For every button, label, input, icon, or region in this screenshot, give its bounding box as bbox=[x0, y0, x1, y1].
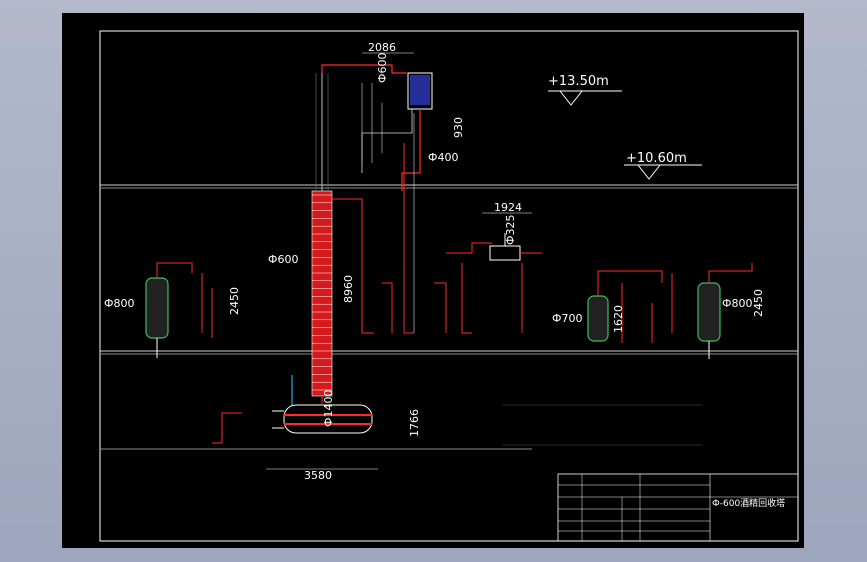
drawing-title: Ф-600酒精回收塔 bbox=[712, 497, 785, 509]
elevation-marker-1060: +10.60m bbox=[624, 151, 702, 180]
dim-mid-tank-dia: Ф700 bbox=[552, 312, 582, 325]
vapor-line bbox=[332, 113, 492, 334]
heat-exchanger bbox=[461, 233, 542, 334]
dim-condenser-height: 930 bbox=[452, 117, 465, 138]
middle-tank bbox=[587, 270, 663, 343]
title-block: Ф-600酒精回收塔 bbox=[557, 473, 799, 542]
dim-reboiler-width: 3580 bbox=[304, 469, 332, 482]
dim-left-tank-height: 2450 bbox=[228, 287, 241, 315]
right-tank bbox=[671, 263, 753, 359]
top-condenser bbox=[321, 64, 433, 191]
dim-reboiler-height: 1766 bbox=[408, 409, 421, 437]
dim-top-span: 2086 bbox=[368, 41, 396, 54]
dim-mid-tank-height: 1620 bbox=[612, 305, 625, 333]
elevation-marker-1350: +13.50m bbox=[548, 74, 622, 106]
dim-exch-dia: Ф325 bbox=[504, 215, 517, 245]
elevation-label-1060: +10.60m bbox=[626, 151, 687, 166]
dim-exch-span: 1924 bbox=[494, 201, 522, 214]
dim-vapor-pipe: Ф400 bbox=[428, 151, 458, 164]
dim-reboiler-dia: Ф1400 bbox=[322, 390, 335, 427]
dim-right-tank-dia: Ф800 bbox=[722, 297, 752, 310]
drawing-sheet: +13.50m +10.60m bbox=[62, 13, 804, 548]
reboiler bbox=[212, 375, 373, 444]
dim-condenser-dia: Ф600 bbox=[376, 53, 389, 83]
distillation-column bbox=[311, 73, 333, 397]
sheet-border bbox=[99, 30, 799, 542]
column-trays bbox=[312, 194, 332, 391]
process-diagram: +13.50m +10.60m bbox=[99, 30, 799, 542]
dim-column-dia: Ф600 bbox=[268, 253, 298, 266]
legend-block bbox=[502, 404, 702, 446]
left-tank bbox=[145, 262, 213, 358]
dim-column-height: 8960 bbox=[342, 275, 355, 303]
dim-left-tank-dia: Ф800 bbox=[104, 297, 134, 310]
dim-right-tank-height: 2450 bbox=[752, 289, 765, 317]
elevation-label-1350: +13.50m bbox=[548, 74, 609, 89]
